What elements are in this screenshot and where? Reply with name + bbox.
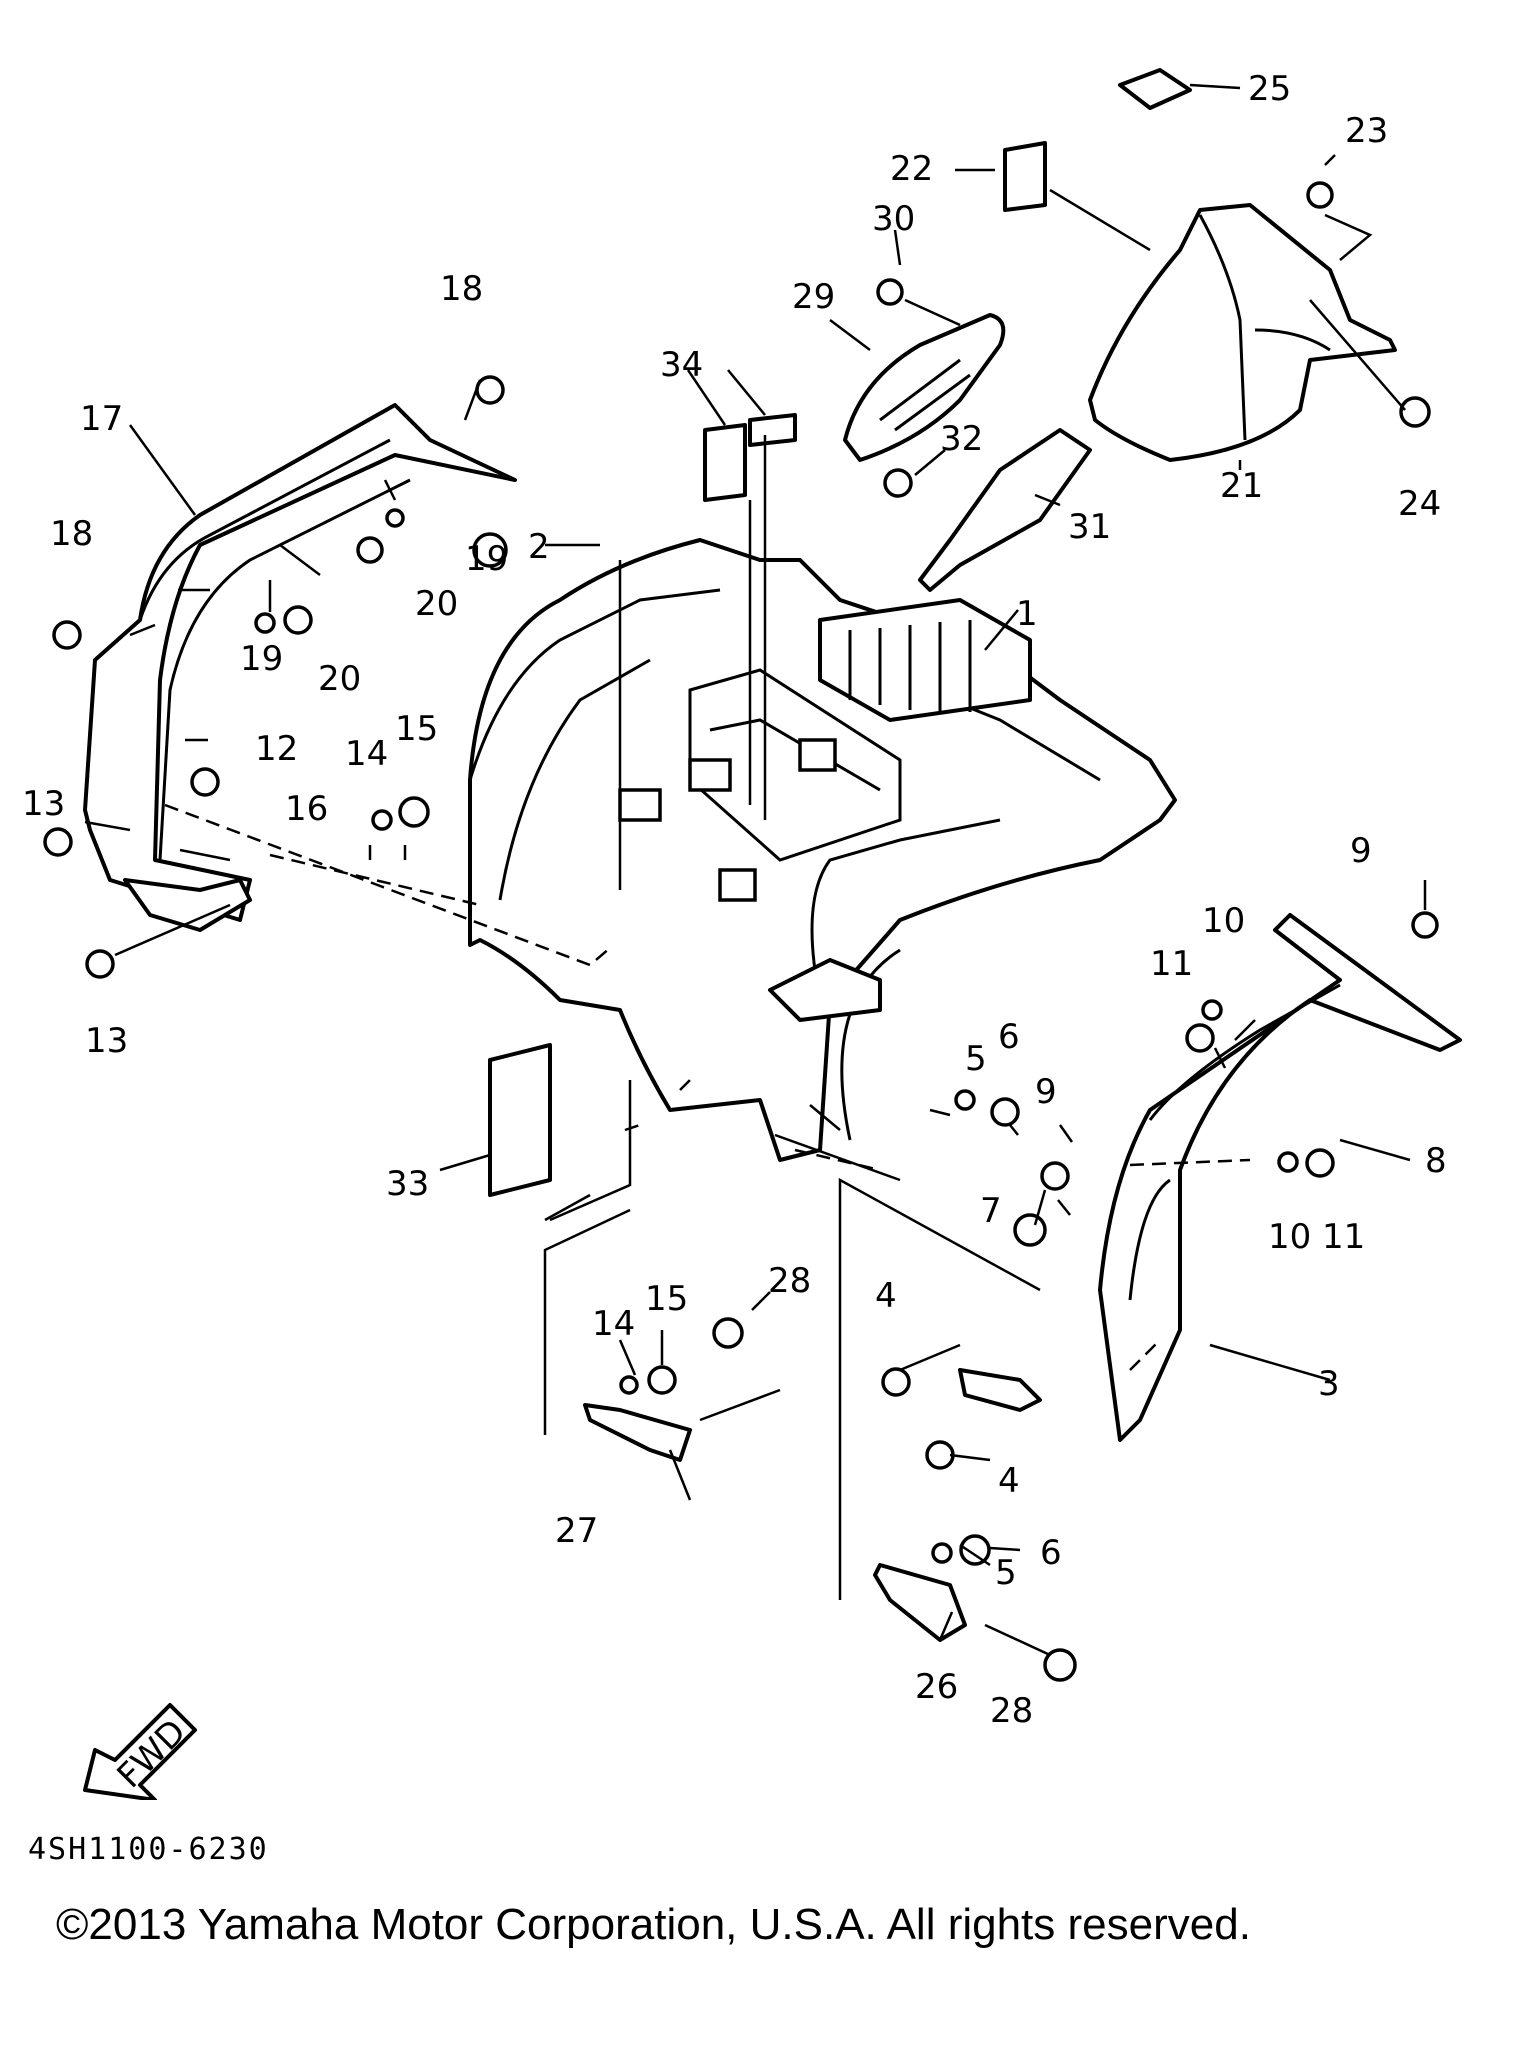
- bracket-right: [958, 1368, 1042, 1412]
- callout-12: 12: [255, 729, 298, 769]
- callout-15b: 15: [645, 1279, 688, 1319]
- copyright-notice: ©2013 Yamaha Motor Corporation, U.S.A. A…: [56, 1900, 1251, 1949]
- decal-22: [1003, 141, 1047, 212]
- bracket-left: [123, 878, 252, 932]
- callout-5b: 5: [995, 1553, 1017, 1593]
- fender-clip-square: [688, 758, 732, 792]
- assembly-lines: [164, 803, 1251, 1600]
- callout-4a: 4: [875, 1276, 897, 1316]
- bracket-26: [873, 1563, 967, 1642]
- callout-30: 30: [872, 199, 915, 239]
- callout-26: 26: [915, 1667, 958, 1707]
- hardware: [43, 181, 1439, 1682]
- decal-34b: [748, 413, 797, 447]
- rear-fender-body: [468, 538, 1177, 1162]
- callout-32: 32: [940, 419, 983, 459]
- callout-5a: 5: [965, 1039, 987, 1079]
- callout-18b: 18: [50, 514, 93, 554]
- callout-10a: 10: [1202, 901, 1245, 941]
- callout-13b: 13: [85, 1021, 128, 1061]
- callout-20a: 20: [415, 584, 458, 624]
- callout-17: 17: [80, 399, 123, 439]
- callout-14b: 14: [592, 1304, 635, 1344]
- callout-2: 2: [528, 527, 550, 567]
- forward-arrow-badge: FWD: [83, 1703, 197, 1800]
- callout-labels: 1 2 3 4 4 5 5 6 6 7 8 9 9 10 10 11 11 12…: [22, 69, 1447, 1731]
- callout-9a: 9: [1350, 831, 1372, 871]
- callout-11b: 11: [1322, 1217, 1365, 1257]
- callout-20b: 20: [318, 659, 361, 699]
- left-flap-17: [83, 403, 517, 922]
- callout-28b: 28: [990, 1691, 1033, 1731]
- callout-27: 27: [555, 1511, 598, 1551]
- callout-1: 1: [1016, 594, 1038, 634]
- callout-7: 7: [980, 1191, 1002, 1231]
- parts-exploded-diagram: FWD 1 2 3 4 4 5 5 6 6 7 8 9 9 10 10 11 1…: [22, 68, 1462, 1800]
- callout-33: 33: [386, 1164, 429, 1204]
- callout-9b: 9: [1035, 1072, 1057, 1112]
- clip-25: [1118, 68, 1192, 110]
- callout-19a: 19: [465, 539, 508, 579]
- callout-24: 24: [1398, 484, 1441, 524]
- callout-23: 23: [1345, 111, 1388, 151]
- callout-3: 3: [1318, 1364, 1340, 1404]
- callout-31: 31: [1068, 507, 1111, 547]
- callout-18a: 18: [440, 269, 483, 309]
- callout-6b: 6: [1040, 1533, 1062, 1573]
- decal-33: [488, 1043, 552, 1197]
- bracket-27: [583, 1403, 692, 1462]
- right-flap-8-3: [1098, 913, 1462, 1442]
- fender-clip-square: [618, 788, 662, 822]
- callout-25: 25: [1248, 69, 1291, 109]
- callout-22: 22: [890, 149, 933, 189]
- callout-15a: 15: [395, 709, 438, 749]
- callout-34: 34: [660, 345, 703, 385]
- decal-34: [703, 423, 747, 502]
- callout-8: 8: [1425, 1141, 1447, 1181]
- callout-4b: 4: [998, 1461, 1020, 1501]
- callout-10b: 10: [1268, 1217, 1311, 1257]
- leader-lines: [84, 83, 1427, 1657]
- callout-19b: 19: [240, 639, 283, 679]
- callout-13a: 13: [22, 784, 65, 824]
- callout-14a: 14: [345, 734, 388, 774]
- callout-6a: 6: [998, 1017, 1020, 1057]
- callout-29: 29: [792, 277, 835, 317]
- bracket-31: [918, 428, 1092, 592]
- diagram-reference-code: 4SH1100-6230: [28, 1832, 269, 1867]
- callout-21: 21: [1220, 466, 1263, 506]
- fender-clip-square: [718, 868, 757, 902]
- fender-clip-square: [798, 738, 837, 772]
- callout-11a: 11: [1150, 944, 1193, 984]
- callout-28a: 28: [768, 1261, 811, 1301]
- cover-21: [1088, 203, 1397, 462]
- callout-16: 16: [285, 789, 328, 829]
